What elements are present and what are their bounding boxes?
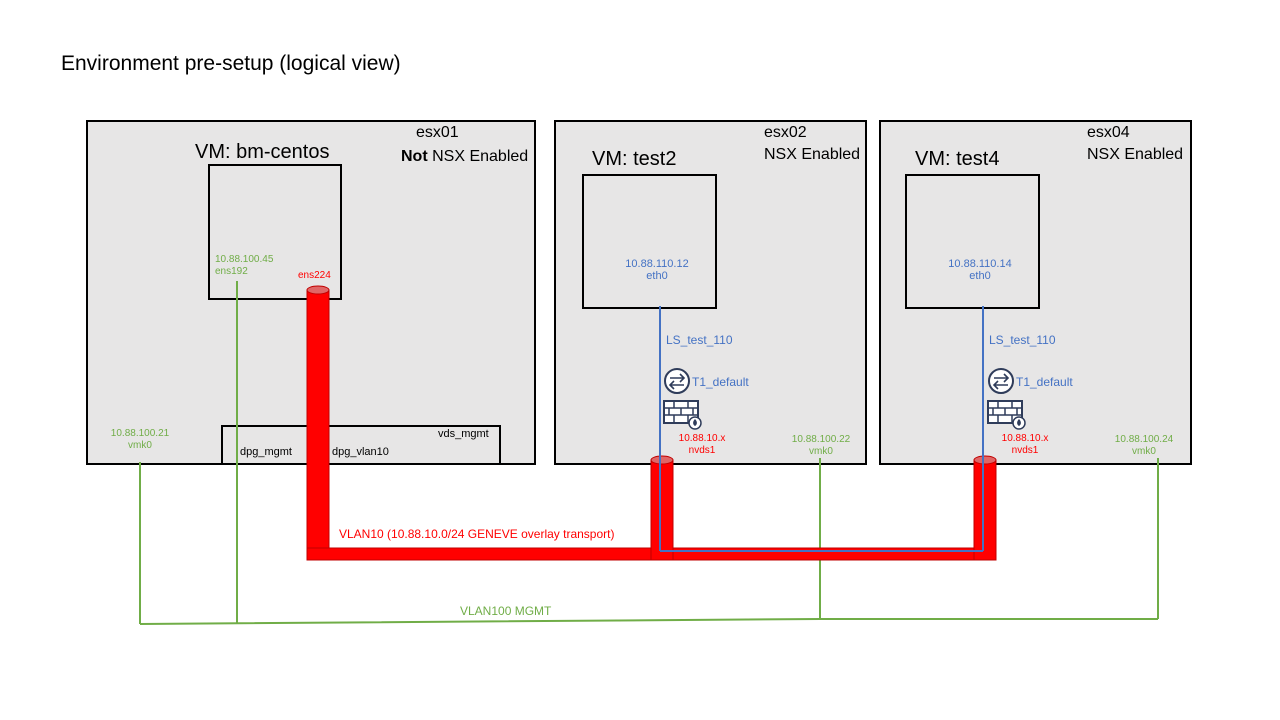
t1-router-label: T1_default <box>692 375 749 389</box>
vmk-interface: vmk0 <box>1132 446 1156 457</box>
vm-ip: 10.88.110.12 <box>625 258 689 270</box>
host-status: Not NSX Enabled <box>401 148 528 166</box>
host-status: NSX Enabled <box>764 146 861 163</box>
page-title: Environment pre-setup (logical view) <box>61 52 401 75</box>
tep-interface: nvds1 <box>1011 445 1039 456</box>
host-status: NSX Enabled <box>1087 146 1184 163</box>
vm-label: VM: test4 <box>915 148 1000 170</box>
vds-switch <box>221 425 501 465</box>
vm-mgmt-ip-label: 10.88.100.45 ens192 <box>215 254 273 278</box>
portgroup-mgmt: dpg_mgmt <box>240 446 292 458</box>
vm-interface: eth0 <box>646 270 668 282</box>
t1-router-label: T1_default <box>1016 375 1073 389</box>
vmk-interface: vmk0 <box>809 446 833 457</box>
logical-switch-label: LS_test_110 <box>989 333 1056 347</box>
vmk-label-esx01: 10.88.100.21 vmk0 <box>108 428 172 452</box>
vm-transport-interface: ens224 <box>298 270 331 281</box>
transport-pipe-horizontal <box>306 547 994 561</box>
vlan10-transport-pipes <box>306 285 997 561</box>
vmk-label-esx02: 10.88.100.22 vmk0 <box>788 434 854 458</box>
vm-ip: 10.88.100.45 <box>215 254 274 265</box>
vmk-ip: 10.88.100.24 <box>1114 434 1174 445</box>
router-icon <box>664 368 690 394</box>
tep-ip: 10.88.10.x <box>678 433 726 444</box>
vm-label: VM: bm-centos <box>195 141 330 163</box>
vm-box-bm-centos <box>208 164 342 300</box>
vm-ip: 10.88.110.14 <box>948 258 1012 270</box>
router-icon <box>988 368 1014 394</box>
overlay-logical-switch <box>659 306 984 552</box>
portgroup-vlan10: dpg_vlan10 <box>332 446 389 458</box>
host-esx02 <box>554 120 867 465</box>
vmk-label-esx04: 10.88.100.24 vmk0 <box>1111 434 1177 458</box>
host-status-not: Not <box>401 148 428 165</box>
tep-label-esx02: 10.88.10.x nvds1 <box>672 433 732 457</box>
vlan10-label: VLAN10 (10.88.10.0/24 GENEVE overlay tra… <box>339 527 615 541</box>
firewall-icon <box>663 400 702 430</box>
host-status-rest: NSX Enabled <box>427 148 529 165</box>
vmk-ip: 10.88.100.22 <box>791 434 851 445</box>
tep-label-esx04: 10.88.10.x nvds1 <box>995 433 1055 457</box>
vm-interface: eth0 <box>969 270 991 282</box>
pipe-cap <box>973 455 997 465</box>
transport-pipe-esx02 <box>650 459 674 561</box>
tep-ip: 10.88.10.x <box>1001 433 1049 444</box>
vmk-ip: 10.88.100.21 <box>110 428 170 439</box>
pipe-cap <box>650 455 674 465</box>
transport-pipe-esx04 <box>973 459 997 561</box>
vm-label: VM: test2 <box>592 148 677 170</box>
host-name: esx04 <box>1087 124 1130 141</box>
mgmt-network-lines <box>139 281 1159 625</box>
vm-interface: ens192 <box>215 266 248 277</box>
host-esx04 <box>879 120 1192 465</box>
host-name: esx01 <box>416 124 459 141</box>
vds-name: vds_mgmt <box>438 428 489 440</box>
transport-pipe-bm-centos <box>306 289 330 561</box>
firewall-icon <box>987 400 1026 430</box>
logical-switch-label: LS_test_110 <box>666 333 733 347</box>
vm-overlay-ip-label: 10.88.110.12 eth0 <box>617 258 697 282</box>
vm-box-test4 <box>905 174 1040 309</box>
vlan100-label: VLAN100 MGMT <box>460 604 552 618</box>
host-name: esx02 <box>764 124 807 141</box>
vmk-interface: vmk0 <box>128 440 152 451</box>
pipe-cap <box>306 285 330 295</box>
vm-box-test2 <box>582 174 717 309</box>
mgmt-backbone <box>139 618 1158 625</box>
vm-overlay-ip-label: 10.88.110.14 eth0 <box>940 258 1020 282</box>
tep-interface: nvds1 <box>688 445 716 456</box>
